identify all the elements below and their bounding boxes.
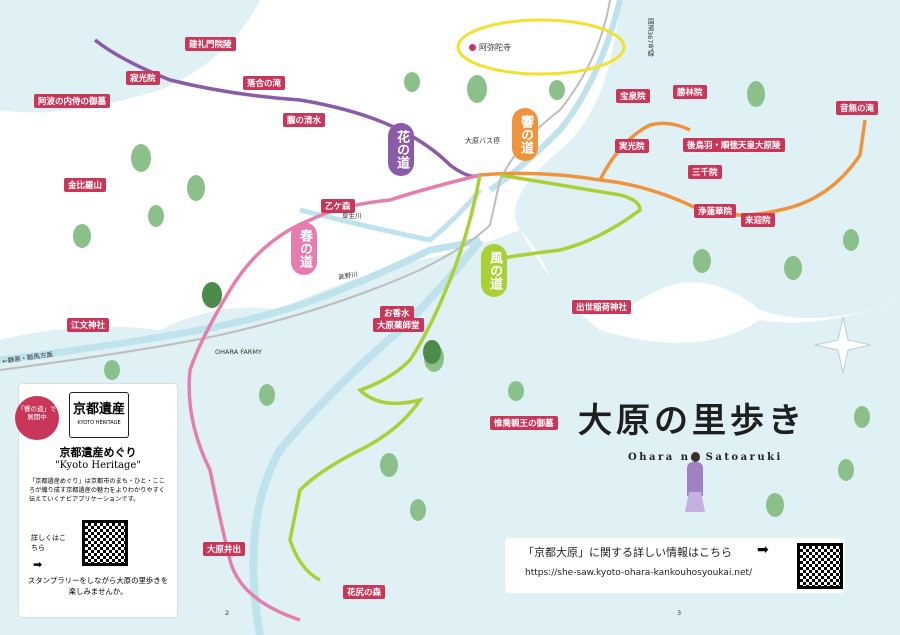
landmark-egawa[interactable]: 江文神社	[67, 318, 110, 332]
ohara-bus-stop-label: 大原バス停	[465, 137, 500, 145]
heritage-logo-en: KYOTO HERITAGE	[77, 420, 121, 426]
landmark-oharaide[interactable]: 大原井出	[203, 542, 246, 556]
info-qr-code[interactable]	[797, 543, 843, 589]
heritage-footer: スタンプラリーをしながら大原の里歩きを楽しみませんか。	[27, 576, 169, 596]
landmark-awa-grave[interactable]: 阿波の内侍の御墓	[34, 94, 111, 108]
page-number-left: 2	[225, 609, 230, 617]
landmark-okozui[interactable]: お香水	[380, 306, 414, 320]
hana-route-label: 花の道	[388, 123, 414, 176]
soshi-river-label: 草生川	[342, 212, 362, 220]
landmark-gotoba[interactable]: 後鳥羽・順徳天皇大原陵	[683, 138, 785, 152]
landmark-otomori[interactable]: 乙ケ森	[321, 199, 355, 213]
heritage-logo-text: 京都遺産	[72, 402, 125, 417]
landmark-sanzen[interactable]: 三千院	[688, 165, 722, 179]
map-title: 大原の里歩き	[578, 401, 806, 441]
soshi-river	[299, 188, 482, 243]
landmark-hanajiri[interactable]: 花尻の森	[343, 585, 386, 599]
arrow-right-icon: ➡	[757, 542, 769, 558]
landmark-shorin[interactable]: 勝林院	[673, 85, 707, 99]
arrow-right-icon: ➡	[33, 558, 43, 571]
landmark-oboro[interactable]: 朧の清水	[283, 113, 326, 127]
kaze-route-label: 風の道	[481, 244, 507, 297]
landmark-yakushido[interactable]: 大原薬師堂	[373, 318, 424, 332]
landmark-otonashi[interactable]: 落合の滝	[243, 76, 286, 90]
heritage-heading: 京都遺産めぐり	[59, 446, 137, 459]
heritage-qr-code[interactable]	[82, 520, 128, 566]
hibiki-route-label: 響の道	[512, 108, 538, 161]
heritage-badge: 「響の道」で展開中	[15, 396, 59, 440]
landmark-amidaji[interactable]: 阿弥陀寺	[469, 42, 511, 53]
landmark-jakko[interactable]: 寂光院	[126, 71, 160, 85]
trees	[73, 72, 870, 521]
page-number-right: 3	[677, 609, 682, 617]
landmark-jorenge[interactable]: 浄蓮華院	[694, 204, 737, 218]
landmark-hosen[interactable]: 宝泉院	[616, 89, 650, 103]
main-road	[0, 0, 611, 371]
landmark-koreitaka[interactable]: 惟喬親王の御墓	[490, 416, 558, 430]
haru-route-label: 春の道	[291, 222, 317, 275]
kyoto-heritage-card: 「響の道」で展開中 京都遺産 KYOTO HERITAGE 京都遺産めぐり "K…	[15, 383, 178, 618]
kaze-route-branch	[489, 173, 642, 262]
highlight-circle	[456, 18, 626, 76]
map-subtitle: Ohara no Satoaruki	[628, 452, 783, 463]
landmark-raigo[interactable]: 来迎院	[741, 213, 775, 227]
heritage-logo: 京都遺産 KYOTO HERITAGE	[69, 392, 129, 438]
info-url[interactable]: https://she-saw.kyoto-ohara-kankouhosyou…	[525, 568, 753, 578]
heritage-body: 「京都遺産めぐり」は京都市のまち・ひと・こころが織り成す京都遺産の魅力をよりわか…	[29, 478, 165, 503]
south-river	[249, 237, 484, 635]
heritage-heading-en: "Kyoto Heritage"	[55, 460, 141, 471]
info-box: 「京都大原」に関する詳しい情報はこちら ➡ https://she-saw.ky…	[505, 538, 845, 593]
heritage-qr-note: 詳しくはこちら	[31, 534, 66, 552]
landmark-shusse[interactable]: 出世稲荷神社	[572, 300, 632, 314]
takano-river	[0, 236, 481, 364]
landmark-kenreimon[interactable]: 建礼門院陵	[185, 37, 236, 51]
compass	[814, 316, 872, 374]
landmark-otonashi-fall[interactable]: 音無の滝	[836, 101, 879, 115]
kaze-route	[288, 174, 482, 582]
walking-woman-illustration	[683, 452, 707, 522]
landmark-konpira[interactable]: 金比羅山	[64, 178, 107, 192]
ohara-farmy-label: OHARA FARMY	[215, 348, 262, 356]
river-area-left	[0, 0, 260, 113]
route367-label: 国道367号線	[646, 18, 654, 57]
landmark-jikko[interactable]: 実光院	[615, 139, 649, 153]
hibiki-route-branch	[598, 121, 691, 181]
info-heading: 「京都大原」に関する詳しい情報はこちら	[523, 546, 732, 559]
river-area	[0, 0, 900, 318]
